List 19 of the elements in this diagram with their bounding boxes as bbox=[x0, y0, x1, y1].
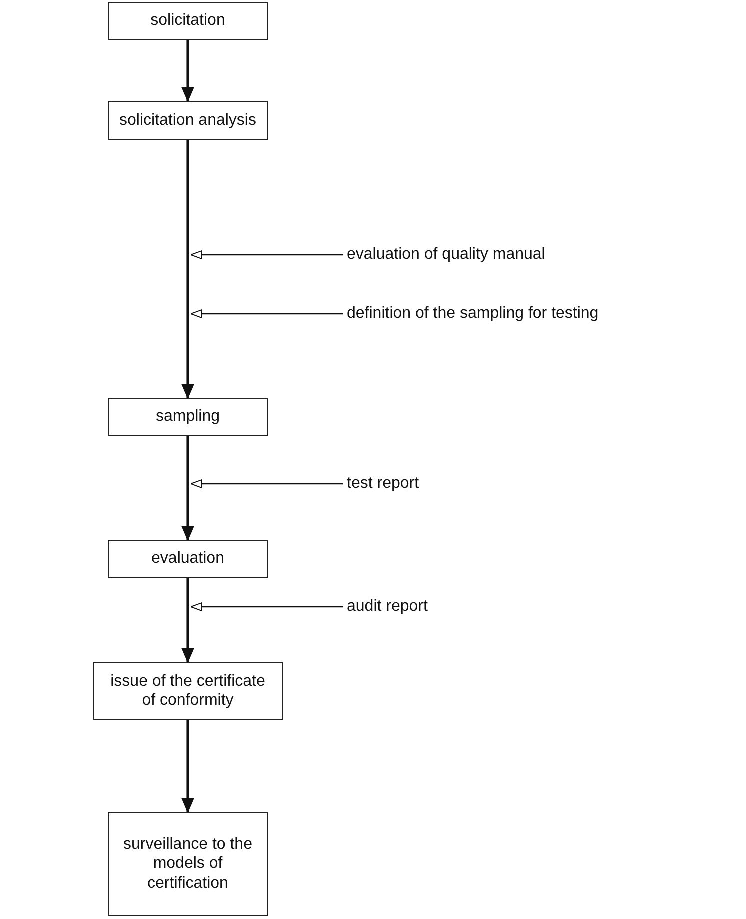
process-box: evaluation bbox=[108, 540, 268, 578]
input-label: evaluation of quality manual bbox=[347, 245, 546, 265]
arrow bbox=[182, 436, 194, 540]
input-label: definition of the sampling for testing bbox=[347, 304, 599, 324]
arrow bbox=[182, 40, 194, 102]
process-box: solicitation bbox=[108, 2, 268, 40]
arrow bbox=[190, 602, 343, 612]
arrow bbox=[190, 480, 343, 488]
process-box: issue of the certificate of conformity bbox=[93, 662, 283, 720]
arrow bbox=[182, 720, 194, 812]
process-box: solicitation analysis bbox=[108, 101, 268, 140]
process-box: sampling bbox=[108, 398, 268, 436]
input-label: test report bbox=[347, 474, 420, 494]
input-label: audit report bbox=[347, 597, 428, 617]
arrow bbox=[190, 250, 343, 260]
arrow bbox=[182, 140, 194, 398]
arrow bbox=[190, 310, 343, 318]
process-box: surveillance to the models of certification bbox=[108, 812, 268, 916]
arrow bbox=[182, 578, 194, 662]
